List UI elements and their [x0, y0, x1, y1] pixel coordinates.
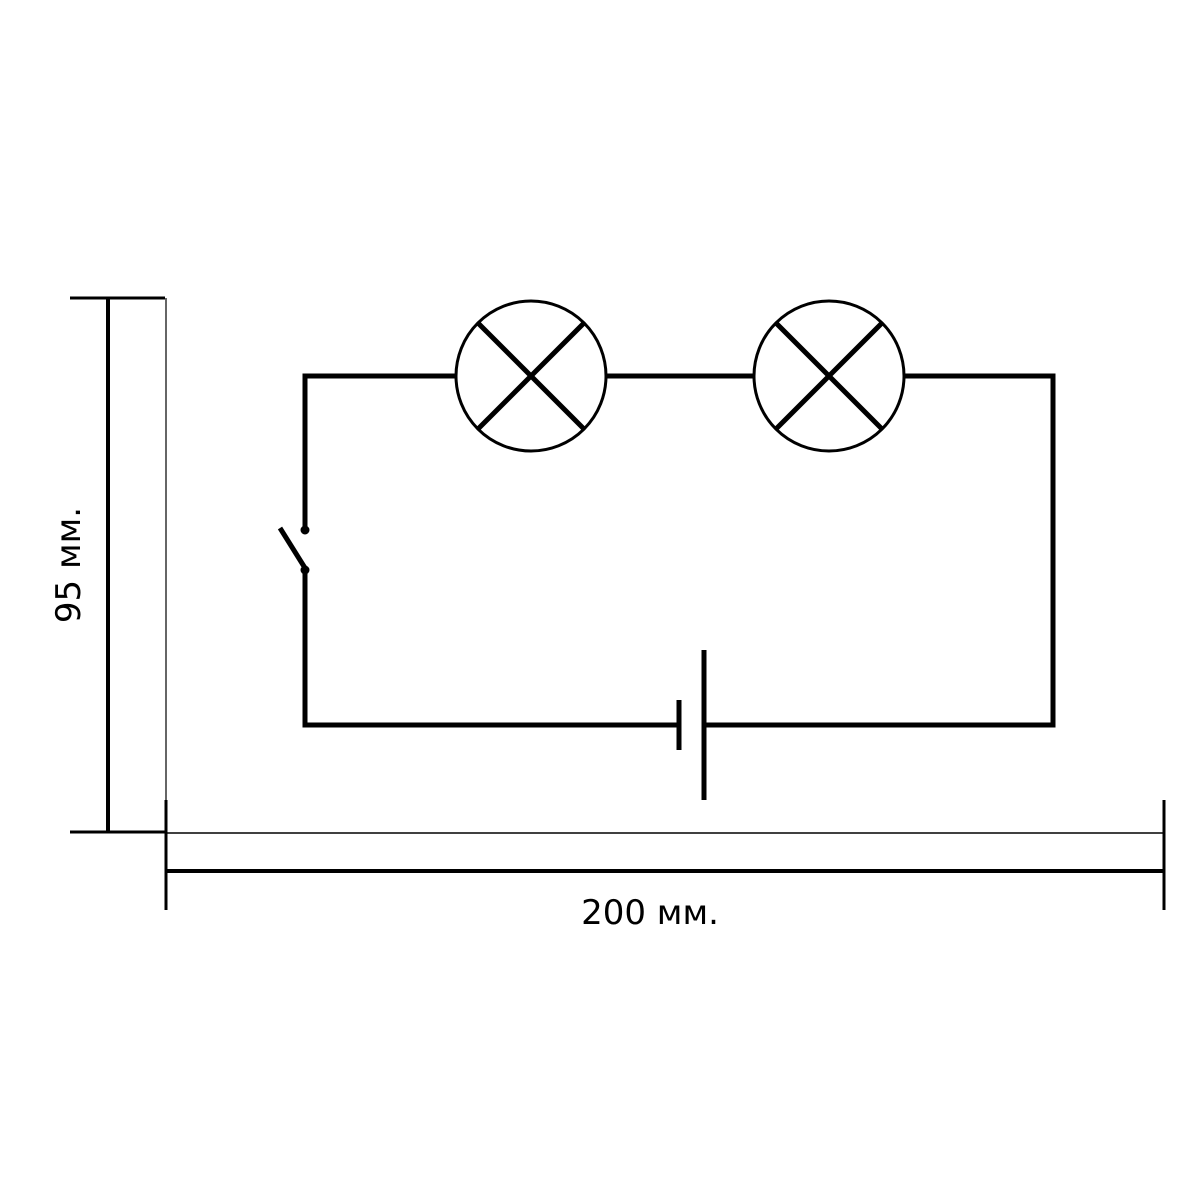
lamp-icon — [752, 299, 906, 453]
battery-icon — [676, 650, 707, 800]
height-label: 95 мм. — [49, 507, 89, 623]
width-label: 200 мм. — [581, 893, 719, 933]
wire-bottom-left — [302, 570, 679, 728]
wires — [302, 373, 1056, 728]
dimension-height — [70, 296, 167, 834]
dimension-width — [164, 800, 1166, 910]
switch-icon — [277, 525, 310, 575]
wire-right — [706, 373, 1056, 728]
wire-top-left — [302, 373, 456, 530]
lamp-icon — [454, 299, 608, 453]
